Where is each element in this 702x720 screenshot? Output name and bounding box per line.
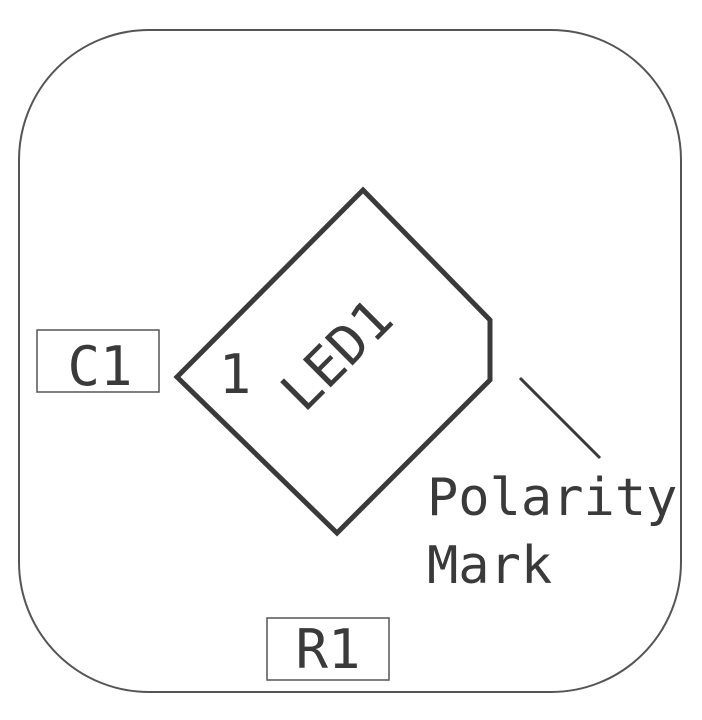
board-outline [18, 29, 682, 693]
polarity-leader-line [518, 376, 602, 460]
led-pin1-label: 1 [219, 343, 252, 406]
led-ref-label: LED1 [269, 287, 406, 424]
c1-component-box [36, 329, 160, 393]
polarity-annotation-line2: Mark [427, 536, 552, 596]
r1-component-box [266, 617, 390, 681]
led-footprint-outline [173, 186, 493, 537]
c1-ref-label: C1 [67, 335, 132, 398]
r1-ref-label: R1 [295, 618, 360, 681]
polarity-annotation-line1: Polarity [427, 468, 677, 528]
